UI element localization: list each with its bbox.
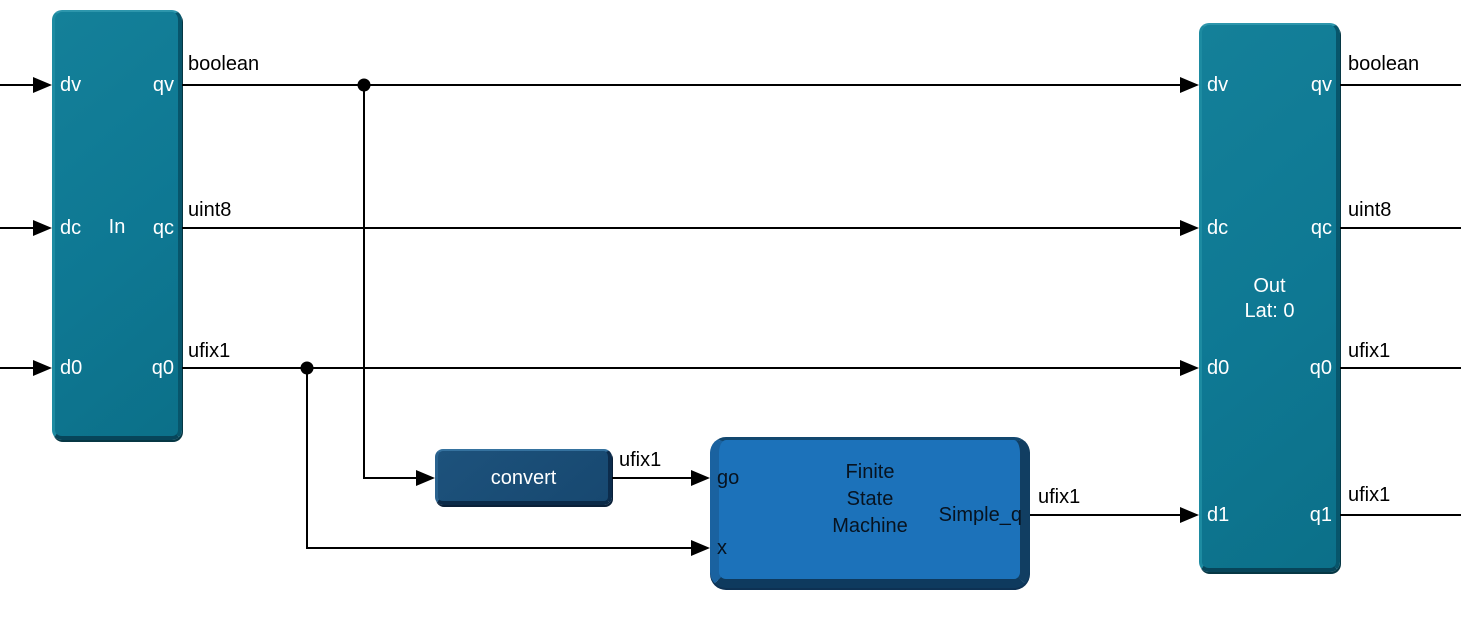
arrowhead-icon[interactable] (1180, 360, 1199, 376)
in-port-q0-label: q0 (151, 357, 174, 379)
arrowhead-icon[interactable] (1180, 220, 1199, 236)
fsm-port-go-label: go (717, 467, 740, 489)
junction-dot (357, 78, 371, 92)
in-port-d0-label: d0 (60, 357, 83, 379)
fsm-title-line3: Machine (832, 515, 908, 537)
junction-dot (300, 361, 314, 375)
convert-block[interactable] (435, 449, 612, 505)
out-port-qc-label: qc (1310, 217, 1332, 239)
in-port-qc-label: qc (152, 217, 174, 239)
fsm-port-simple-q-label: Simple_q (938, 504, 1022, 526)
out-port-dv-label: dv (1207, 74, 1229, 96)
signal-label-ufix1-fsm: ufix1 (1038, 486, 1081, 508)
arrowhead-icon[interactable] (416, 470, 435, 486)
arrowhead-icon[interactable] (33, 77, 52, 93)
out-port-d0-label: d0 (1207, 357, 1230, 379)
fsm-block[interactable] (710, 437, 1030, 588)
in-block-title: In (108, 216, 126, 238)
arrowhead-icon[interactable] (691, 470, 710, 486)
arrowhead-icon[interactable] (691, 540, 710, 556)
out-port-qv-label: qv (1310, 74, 1332, 96)
signal-label-uint8-left: uint8 (188, 199, 232, 221)
signal-label-boolean-left: boolean (188, 53, 260, 75)
signal-label-ufix1-right2: ufix1 (1348, 484, 1391, 506)
out-port-d1-label: d1 (1207, 504, 1230, 526)
out-port-q0-label: q0 (1309, 357, 1332, 379)
wire-branch-to-fsm-x[interactable] (306, 368, 692, 549)
arrowhead-icon[interactable] (1180, 507, 1199, 523)
out-block[interactable] (1199, 23, 1340, 572)
in-port-qv-label: qv (152, 74, 174, 96)
signal-label-uint8-right: uint8 (1348, 199, 1392, 221)
fsm-port-x-label: x (717, 537, 727, 559)
out-port-q1-label: q1 (1309, 504, 1332, 526)
fsm-title-line1: Finite (845, 461, 895, 483)
arrowhead-icon[interactable] (33, 360, 52, 376)
signal-label-boolean-right: boolean (1348, 53, 1420, 75)
signal-label-ufix1-right: ufix1 (1348, 340, 1391, 362)
out-port-dc-label: dc (1207, 217, 1229, 239)
arrowhead-icon[interactable] (33, 220, 52, 236)
arrowhead-icon[interactable] (1180, 77, 1199, 93)
wire-branch-to-convert[interactable] (363, 85, 417, 479)
out-block-latency: Lat: 0 (1244, 300, 1295, 322)
signal-label-ufix1-convert: ufix1 (619, 449, 662, 471)
out-block-title: Out Lat: 0 (1199, 274, 1340, 324)
fsm-block-title: Finite State Machine (770, 459, 970, 540)
in-block[interactable] (52, 10, 182, 440)
fsm-title-line2: State (846, 488, 894, 510)
in-port-dc-label: dc (60, 217, 82, 239)
convert-block-title: convert (490, 467, 557, 489)
out-block-name: Out (1253, 275, 1286, 297)
signal-label-ufix1-left: ufix1 (188, 340, 231, 362)
in-port-dv-label: dv (60, 74, 82, 96)
